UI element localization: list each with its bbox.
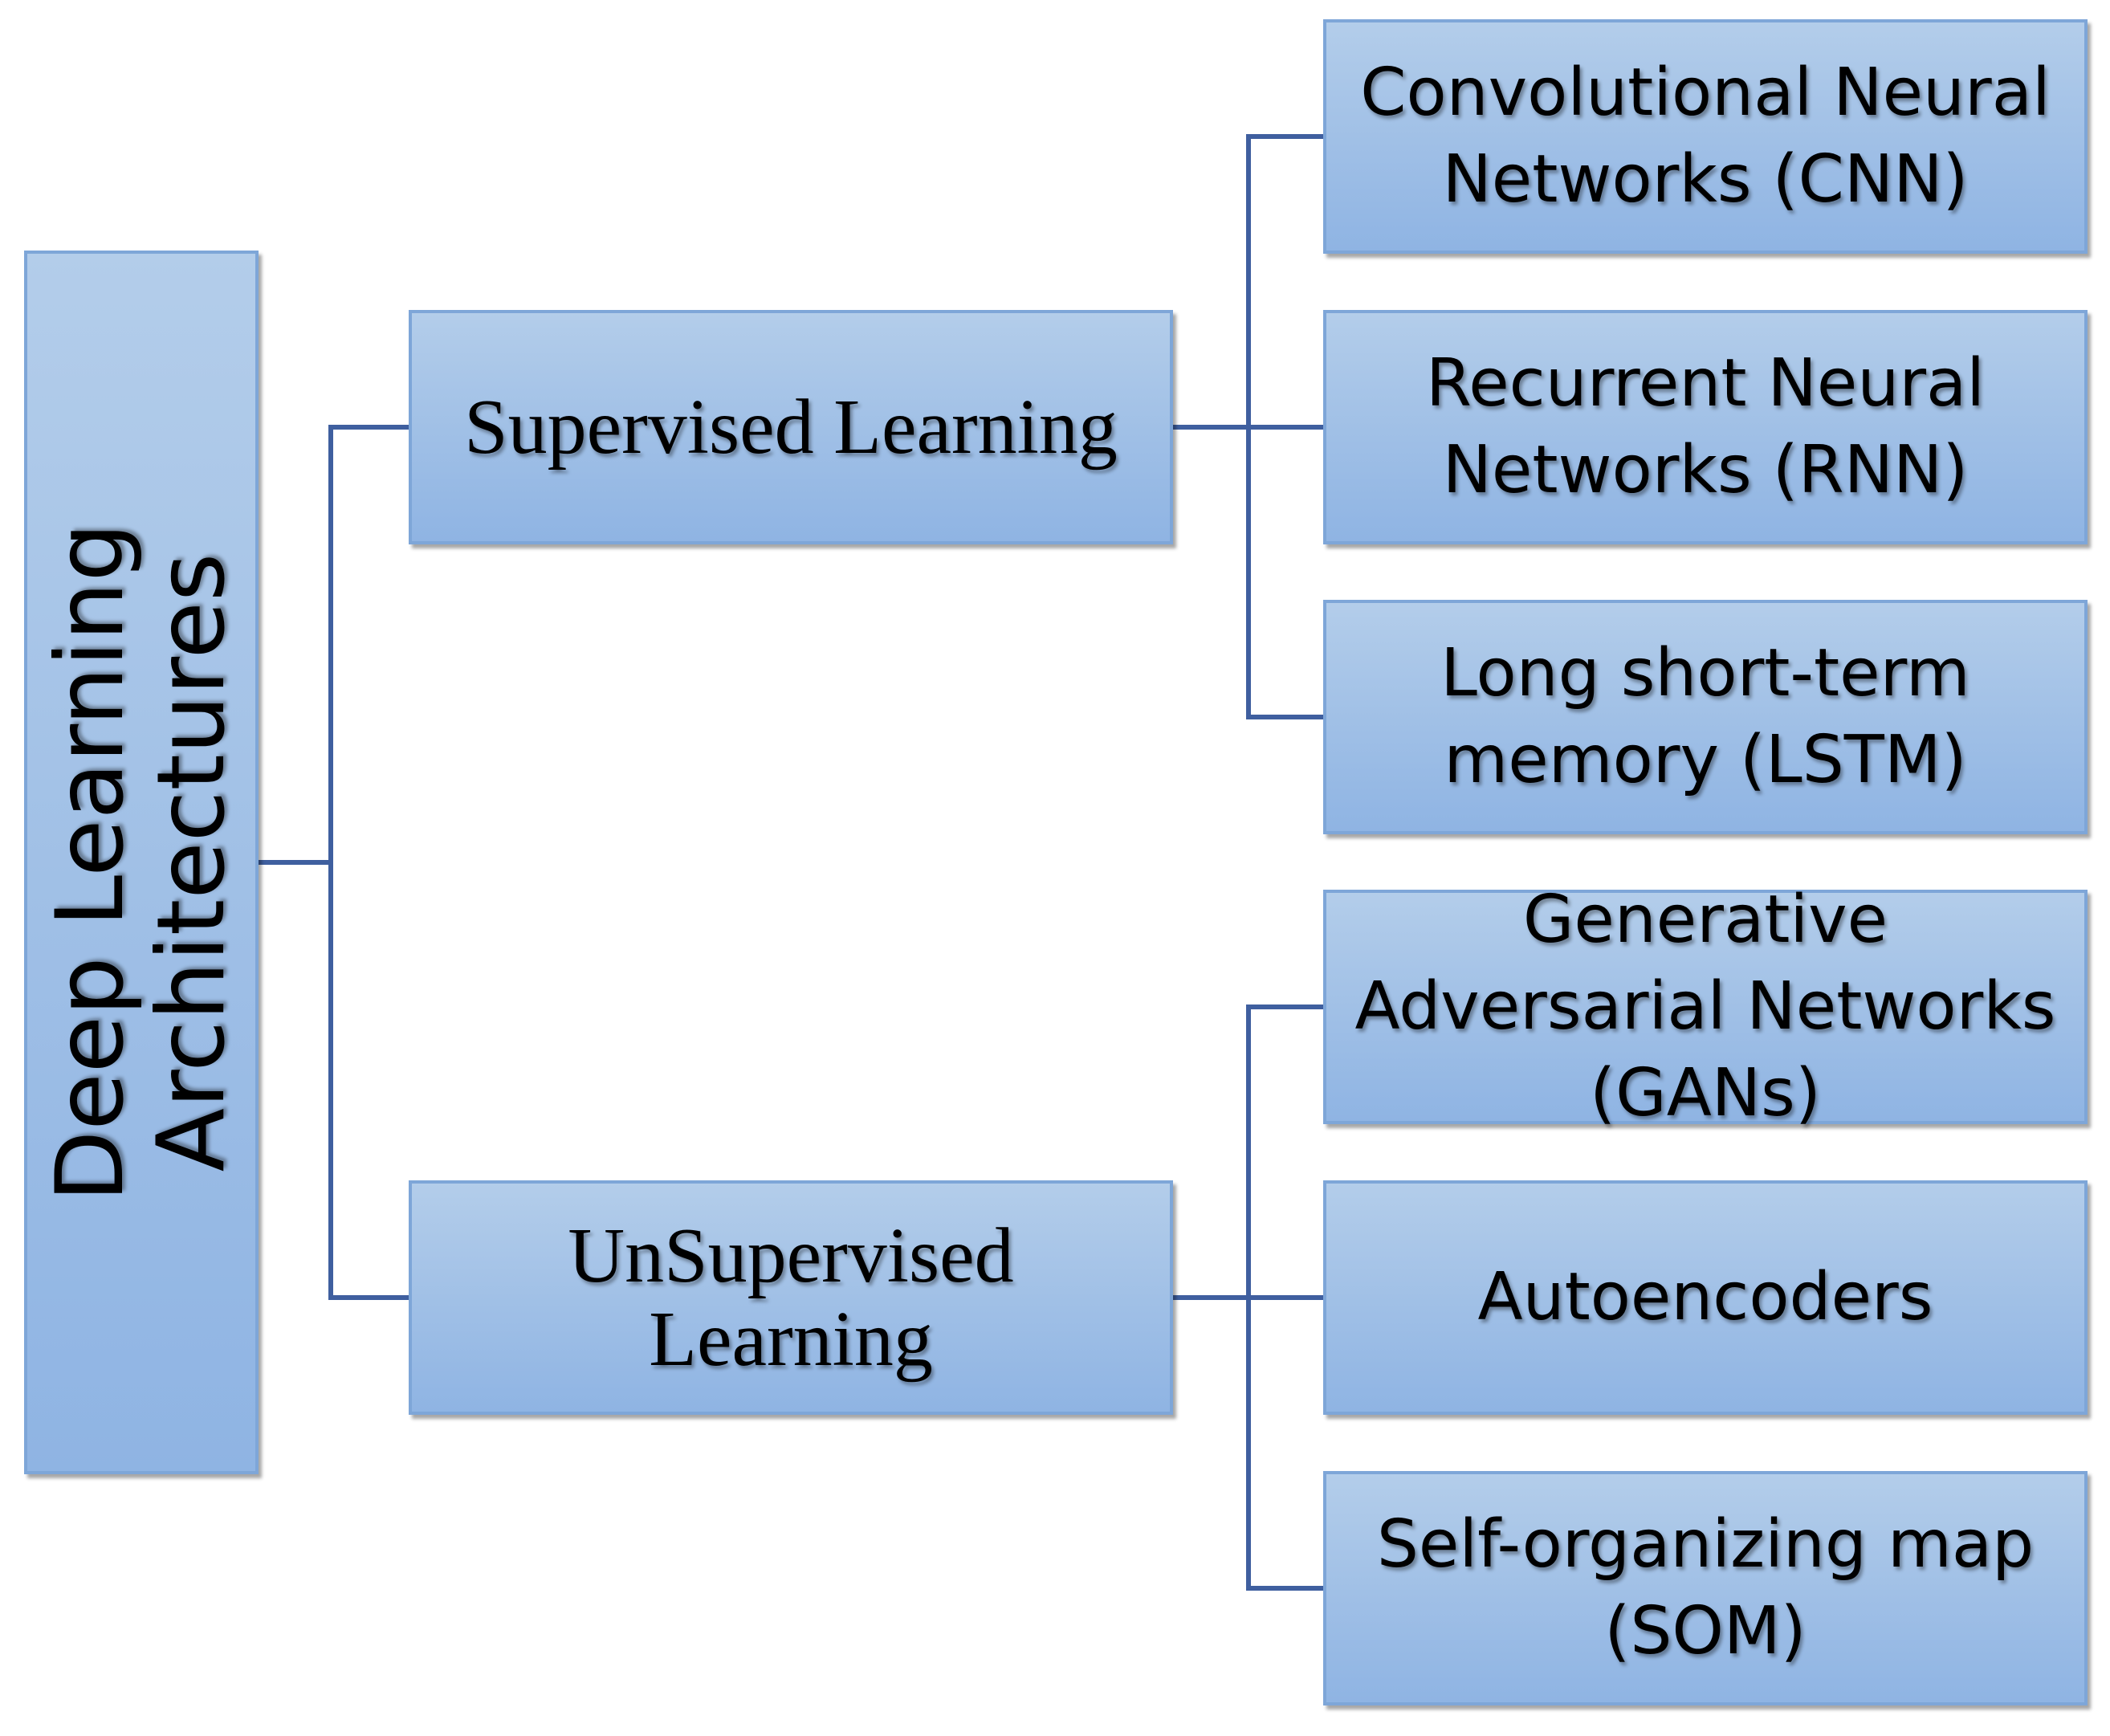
leaf-node-rnn: Recurrent Neural Networks (RNN) [1323,310,2088,544]
category-label-supervised: Supervised Learning [464,384,1118,471]
root-node-label: Deep Learning Architectures [36,522,246,1203]
root-node-deep-learning-architectures: Deep Learning Architectures [24,251,259,1474]
leaf-label-autoencoders: Autoencoders [1477,1259,1933,1335]
category-node-unsupervised-learning: UnSupervised Learning [409,1180,1173,1415]
leaf-node-autoencoders: Autoencoders [1323,1180,2088,1415]
leaf-label-rnn: Recurrent Neural Networks (RNN) [1425,345,1986,508]
leaf-node-cnn: Convolutional Neural Networks (CNN) [1323,19,2088,254]
leaf-node-gan: Generative Adversarial Networks (GANs) [1323,882,2088,1131]
category-node-supervised-learning: Supervised Learning [409,310,1173,544]
leaf-label-cnn: Convolutional Neural Networks (CNN) [1360,55,2051,218]
category-label-unsupervised: UnSupervised Learning [568,1212,1014,1383]
leaf-node-som: Self-organizing map (SOM) [1323,1471,2088,1705]
leaf-label-lstm: Long short-term memory (LSTM) [1440,635,1970,798]
leaf-label-gan: Generative Adversarial Networks (GANs) [1354,882,2056,1131]
leaf-label-som: Self-organizing map (SOM) [1376,1506,2035,1669]
leaf-node-lstm: Long short-term memory (LSTM) [1323,600,2088,834]
